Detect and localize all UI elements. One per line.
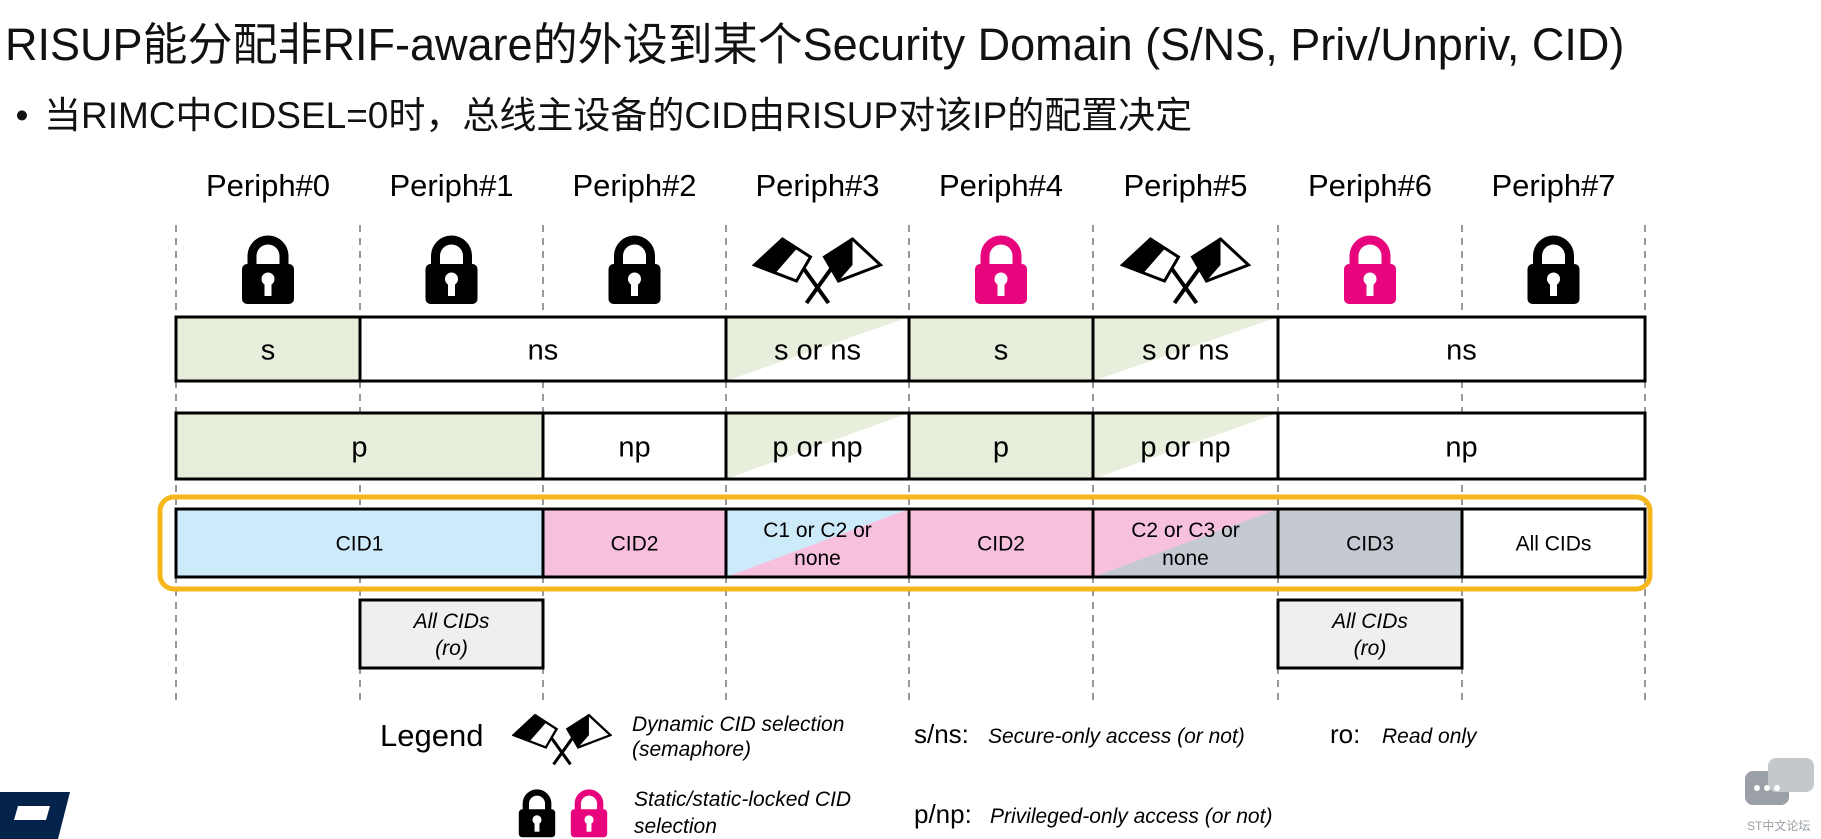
cell-label: p [993,431,1009,463]
cell-label: CID2 [977,533,1025,556]
legend-dynamic-label-2: (semaphore) [632,738,751,761]
cell-label: p or np [1140,431,1230,463]
lock-black-icon [242,240,294,304]
cell-box [724,411,911,481]
cid-highlight-frame [157,494,1653,592]
lock-black-icon [426,240,478,304]
crossed-flags-icon [755,239,881,303]
cell-box [724,315,911,383]
ro-box [1276,598,1464,670]
st-logo [0,792,70,839]
cell-label: CID2 [611,533,659,556]
cell-label: All CIDs [1516,533,1592,556]
forum-icon [1745,758,1814,805]
crossed-flags-icon [512,713,612,766]
periph-header: Periph#6 [1308,168,1432,203]
cell-label: s or ns [774,334,861,366]
bullet: • [15,95,29,136]
cell-label: s [994,334,1009,366]
cell-box [541,507,728,579]
cell-box [174,411,545,481]
cell-box [1276,315,1647,383]
lock-magenta-icon [1344,240,1396,304]
cell-label-2: none [1162,547,1209,570]
periph-headers: Periph#0 Periph#1 Periph#2 Periph#3 Periph#4… [206,168,1616,203]
legend-pnp-key: p/np: [914,799,972,829]
periph-header: Periph#0 [206,168,330,203]
ro-boxes: All CIDs (ro) All CIDs (ro) [358,598,1464,670]
ro-label: All CIDs [1330,610,1408,633]
cell-label: ns [528,334,559,366]
crossed-flags-icon [1123,239,1249,303]
cell-box [1276,411,1647,481]
legend-sns-desc: Secure-only access (or not) [988,725,1245,748]
legend-title: Legend [380,718,483,753]
periph-header: Periph#7 [1491,168,1615,203]
periph-header: Periph#4 [939,168,1063,203]
watermark: ST中文论坛 [1747,818,1810,833]
cell-label: C2 or C3 or [1131,519,1240,542]
periph-icons [242,239,1580,304]
cell-label: CID1 [336,533,384,556]
ro-label: All CIDs [412,610,490,633]
cell-box [1276,507,1464,579]
cell-label: s or ns [1142,334,1229,366]
legend-sns-key: s/ns: [914,719,969,749]
legend-ro-desc: Read only [1382,725,1478,748]
cell-label: np [618,431,650,463]
cell-label-2: none [794,547,841,570]
cell-box [174,315,362,383]
legend: Legend Dynamic CID selection(semaphore) St… [380,713,1478,838]
legend-ro-key: ro: [1330,719,1360,749]
cell-box [1460,507,1647,579]
cid-row: CID1 CID2 C1 or C2 or none CID2 C2 or C3 or no… [174,507,1647,579]
ro-label-2: (ro) [1354,637,1387,660]
cell-label: CID3 [1346,533,1394,556]
lock-black-icon [1528,240,1580,304]
lock-black-icon [609,240,661,304]
subtitle: • 当RIMC中CIDSEL=0时，总线主设备的CID由RISUP对该IP的配置决… [0,93,1193,139]
periph-header: Periph#1 [389,168,513,203]
cell-box [1091,507,1280,579]
lock-magenta-icon [571,793,607,838]
cell-box [1091,411,1280,481]
security-row: s ns s or ns s s or ns ns [174,315,1647,383]
lock-black-icon [519,793,555,838]
periph-header: Periph#5 [1123,168,1247,203]
periph-header: Periph#3 [755,168,879,203]
cell-label: p or np [772,431,862,463]
cell-label: np [1445,431,1477,463]
legend-pnp-desc: Privileged-only access (or not) [990,805,1272,828]
periph-header: Periph#2 [572,168,696,203]
legend-dynamic-label: Dynamic CID selection [632,713,844,736]
page-title: RISUP能分配非RIF-aware的外设到某个Security Domain … [5,19,1625,70]
legend-static-label: Static/static-locked CID [634,788,851,811]
legend-static-label-2: selection [634,815,717,838]
cell-label: p [351,431,367,463]
cell-label: s [261,334,276,366]
cell-label: ns [1446,334,1477,366]
subtitle-text: 当RIMC中CIDSEL=0时，总线主设备的CID由RISUP对该IP的配置决定 [44,95,1193,136]
cell-label: C1 or C2 or [763,519,872,542]
cell-box [1091,315,1280,383]
privilege-row: p np p or np p p or np np [174,411,1647,481]
ro-box [358,598,545,670]
cell-box [174,507,545,579]
lock-magenta-icon [975,240,1027,304]
ro-label-2: (ro) [435,637,468,660]
